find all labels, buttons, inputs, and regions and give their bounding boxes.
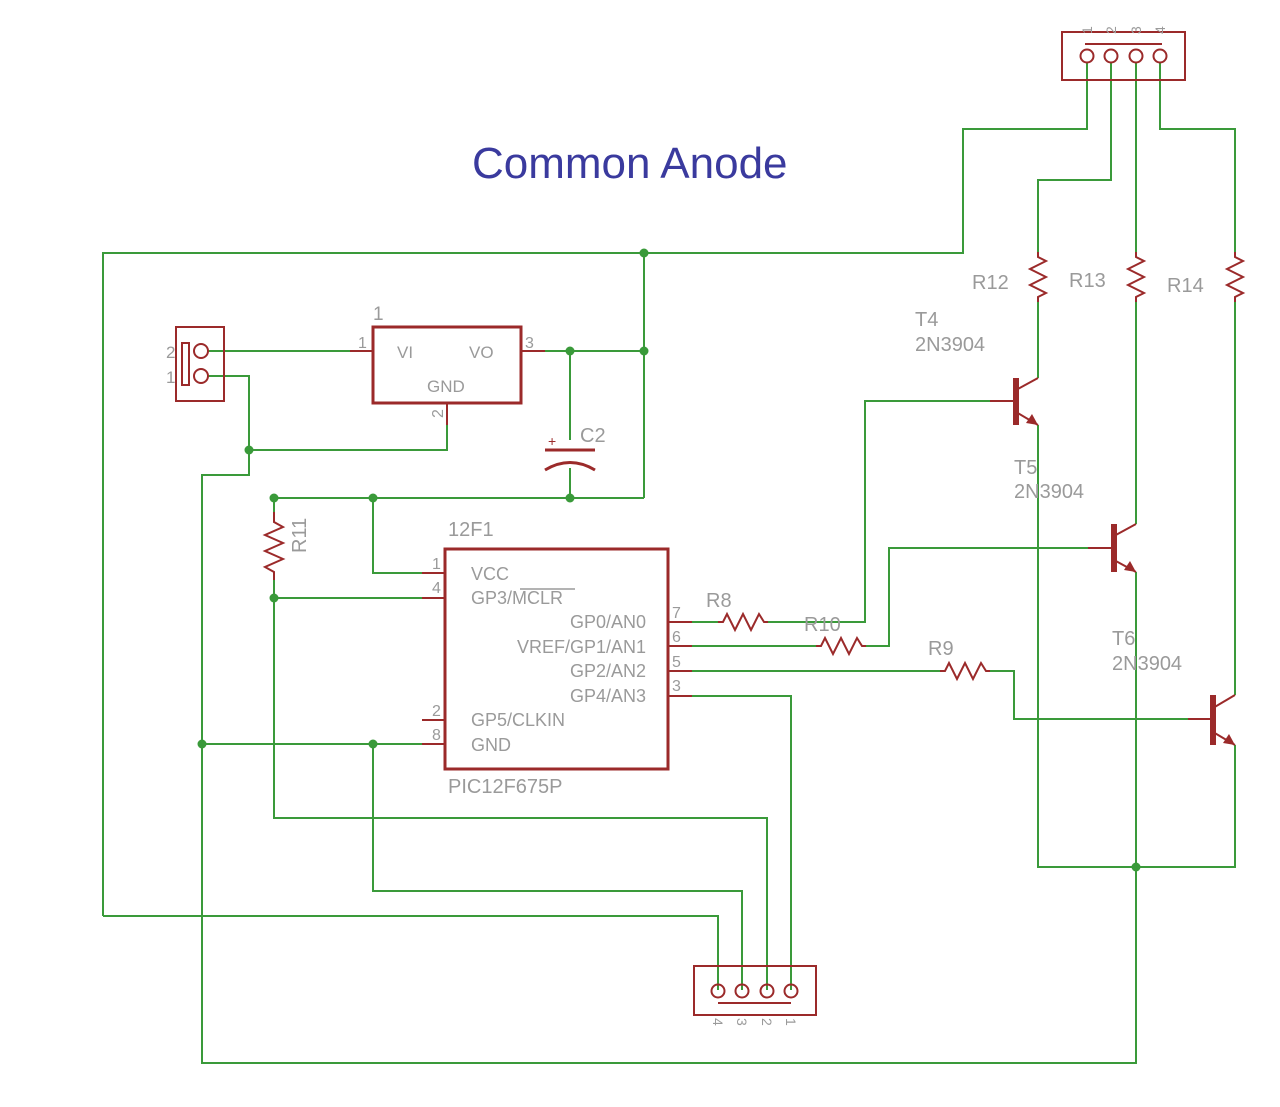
junction-dot	[639, 346, 649, 356]
regulator-name: 1	[373, 304, 384, 325]
io-connector-pin-2: 2	[759, 1018, 775, 1026]
led-connector-pin-3: 3	[1128, 26, 1144, 34]
t6-value: 2N3904	[1112, 653, 1182, 675]
io-connector-pin-3: 3	[734, 1018, 750, 1026]
junction-dot	[565, 493, 575, 503]
mcu-pin-label: GP5/CLKIN	[471, 710, 565, 730]
resistor-r13: R13	[1069, 252, 1147, 302]
transistor-t5: T5 2N3904	[1014, 457, 1137, 573]
r11-label: R11	[289, 518, 311, 553]
led-connector: 1 2 3 4	[1061, 26, 1186, 81]
r9-label: R9	[928, 638, 954, 660]
wire-r10-t5	[866, 547, 1088, 647]
mcu-pin-num: 4	[432, 580, 441, 597]
resistor-r12: R12	[972, 252, 1049, 302]
wire-r9-t6	[990, 670, 1188, 720]
regulator-pin-vo: VO	[469, 343, 494, 362]
wire-vcc-rail-top	[102, 62, 1088, 916]
led-connector-pin-4: 4	[1152, 26, 1168, 34]
t5-value: 2N3904	[1014, 481, 1084, 503]
junction-dot	[1131, 862, 1141, 872]
mcu-pin-num: 7	[672, 605, 681, 622]
voltage-regulator: 1 VI VO GND 1 3 2	[350, 304, 545, 425]
mcu-value: PIC12F675P	[448, 776, 563, 798]
resistor-r8: R8	[706, 590, 768, 633]
mcu-pin-label: GP2/AN2	[570, 661, 646, 681]
led-connector-pin-1: 1	[1079, 26, 1095, 34]
r8-label: R8	[706, 590, 732, 612]
mcu-name: 12F1	[448, 519, 494, 541]
regulator-pin-gnd: GND	[427, 377, 465, 396]
mcu-pin-num: 6	[672, 629, 681, 646]
io-connector: 4 3 2 1	[693, 965, 817, 1026]
t6-name: T6	[1112, 628, 1135, 650]
mcu-pin-label: GP3/MCLR	[471, 588, 563, 608]
wire-led2	[1037, 62, 1112, 252]
r10-label: R10	[804, 614, 841, 636]
mcu-pin-label: VCC	[471, 564, 509, 584]
power-connector-pin-2: 2	[166, 343, 175, 362]
transistor-t6: T6 2N3904	[1112, 628, 1236, 746]
mcu-pin-num: 3	[672, 678, 681, 695]
capacitor-name: C2	[580, 425, 606, 447]
mcu-pin-num: 8	[432, 727, 441, 744]
wire-gnd-main	[201, 450, 1137, 1064]
junction-dot	[269, 493, 279, 503]
wire-gp4	[669, 695, 792, 990]
mcu-pin-num: 2	[432, 703, 441, 720]
mcu-pin-label: GP0/AN0	[570, 612, 646, 632]
resistor-r14: R14	[1167, 252, 1246, 302]
resistor-r9: R9	[928, 638, 990, 682]
t5-name: T5	[1014, 457, 1037, 479]
wire-r8-t4	[768, 400, 990, 623]
r13-label: R13	[1069, 270, 1106, 292]
r14-label: R14	[1167, 275, 1204, 297]
regulator-pin-num-3: 3	[525, 335, 534, 352]
mcu-pin-label: VREF/GP1/AN1	[517, 637, 646, 657]
wire-gnd-in	[208, 375, 448, 451]
mcu-pin-num: 5	[672, 654, 681, 671]
power-connector: 2 1	[166, 326, 225, 402]
regulator-pin-num-1: 1	[358, 335, 367, 352]
wire-io-pin4	[103, 915, 719, 990]
mcu-pin-num: 1	[432, 556, 441, 573]
schematic-title: Common Anode	[472, 139, 788, 188]
junction-dot	[368, 493, 378, 503]
io-connector-pin-1: 1	[783, 1018, 799, 1026]
wire-vcc-mcu	[372, 498, 445, 574]
wire-r11-bottom	[273, 580, 768, 990]
resistor-r11: R11	[262, 512, 311, 580]
regulator-pin-vi: VI	[397, 343, 413, 362]
transistor-t4: T4 2N3904	[915, 309, 1039, 426]
mcu-pic12f675: 12F1 PIC12F675P 1 4 7 6 5 3 2 8 VCC GP3/…	[422, 519, 692, 798]
capacitor-c2: + C2	[544, 425, 606, 472]
r12-label: R12	[972, 272, 1009, 294]
junction-dot	[639, 248, 649, 258]
junction-dot	[197, 739, 207, 749]
wire-gnd-io	[372, 744, 743, 990]
io-connector-pin-4: 4	[710, 1018, 726, 1026]
t4-name: T4	[915, 309, 938, 331]
led-connector-pin-2: 2	[1103, 26, 1119, 34]
resistor-r10: R10	[804, 614, 866, 657]
mcu-pin-label: GND	[471, 735, 511, 755]
junction-dot	[565, 346, 575, 356]
junction-dot	[244, 445, 254, 455]
junction-dot	[269, 593, 279, 603]
mcu-pin-label: GP4/AN3	[570, 686, 646, 706]
power-connector-pin-1: 1	[166, 368, 175, 387]
junctions	[197, 248, 1141, 872]
t4-value: 2N3904	[915, 334, 985, 356]
capacitor-polarity: +	[548, 433, 556, 449]
junction-dot	[368, 739, 378, 749]
regulator-pin-num-2: 2	[430, 409, 447, 418]
wire-led4	[1159, 62, 1236, 252]
